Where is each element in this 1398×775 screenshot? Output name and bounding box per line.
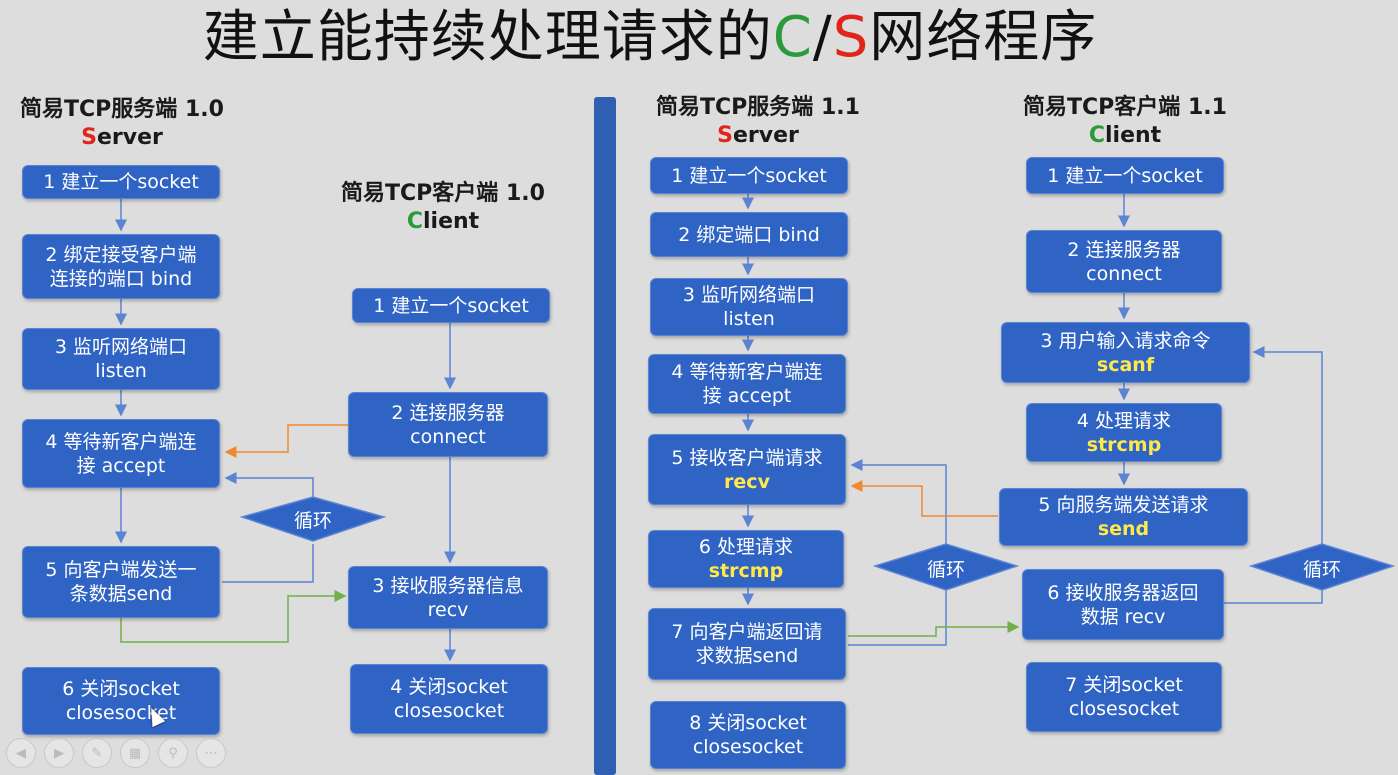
server-v11-heading: 简易TCP服务端 1.1 Server [656, 95, 860, 148]
loop-diamond-v10 [239, 496, 387, 542]
server-v10-step-5: 5 向客户端发送一条数据send [22, 546, 220, 618]
loop-label-server-v11: 循环 [926, 559, 965, 581]
slideshow-toolbar: ◀ ▶ ✎ ▦ ⚲ ⋯ [0, 738, 226, 772]
server-v11-step-7: 7 向客户端返回请求数据send [648, 608, 846, 680]
loop-label-client-v11: 循环 [1302, 559, 1341, 581]
server-v10-step-2: 2 绑定接受客户端连接的端口 bind [22, 234, 220, 299]
server-v11-step-4: 4 等待新客户端连接 accept [648, 354, 846, 414]
prev-icon[interactable]: ◀ [6, 738, 36, 768]
client-v11-step-6: 6 接收服务器返回数据 recv [1022, 569, 1224, 640]
loop-diamond-server-v11 [872, 543, 1020, 591]
slide-title: 建立能持续处理请求的C/S网络程序 [202, 5, 1098, 70]
loop-label-v10: 循环 [293, 510, 332, 532]
server-v11-step-1: 1 建立一个socket [650, 157, 848, 194]
client-v10-step-1: 1 建立一个socket [352, 288, 550, 323]
zoom-icon[interactable]: ⚲ [158, 738, 188, 768]
pen-icon[interactable]: ✎ [82, 738, 112, 768]
server-v10-heading: 简易TCP服务端 1.0 Server [20, 97, 224, 150]
client-v10-heading: 简易TCP客户端 1.0 Client [341, 181, 545, 234]
client-v11-step-1: 1 建立一个socket [1026, 157, 1224, 194]
server-v10-step-1: 1 建立一个socket [22, 165, 220, 199]
section-divider [594, 97, 616, 775]
loop-diamond-client-v11 [1248, 543, 1396, 591]
client-v11-heading: 简易TCP客户端 1.1 Client [1023, 95, 1227, 148]
server-v11-step-2: 2 绑定端口 bind [650, 212, 848, 257]
more-icon[interactable]: ⋯ [196, 738, 226, 768]
slides-icon[interactable]: ▦ [120, 738, 150, 768]
next-icon[interactable]: ▶ [44, 738, 74, 768]
server-v10-step-4: 4 等待新客户端连接 accept [22, 419, 220, 488]
